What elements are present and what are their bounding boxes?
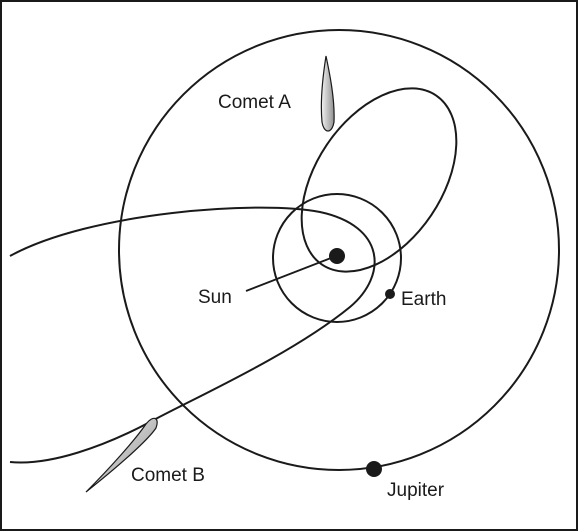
comet-b-orbit	[9, 206, 376, 464]
jupiter-label: Jupiter	[387, 480, 445, 501]
earth-orbit	[272, 193, 402, 323]
earth-marker	[385, 289, 395, 299]
comet-a-orbit	[300, 87, 458, 273]
jupiter-marker	[366, 461, 382, 477]
jupiter-orbit	[118, 29, 560, 471]
sun-marker	[329, 248, 345, 264]
comet-a-label: Comet A	[218, 92, 291, 113]
comet-b-label: Comet B	[131, 465, 205, 486]
earth-label: Earth	[401, 289, 446, 310]
comet-a-tail	[320, 55, 335, 132]
sun-leader-line	[245, 257, 332, 292]
comet-b-tail	[85, 417, 158, 493]
sun-label: Sun	[198, 287, 232, 308]
